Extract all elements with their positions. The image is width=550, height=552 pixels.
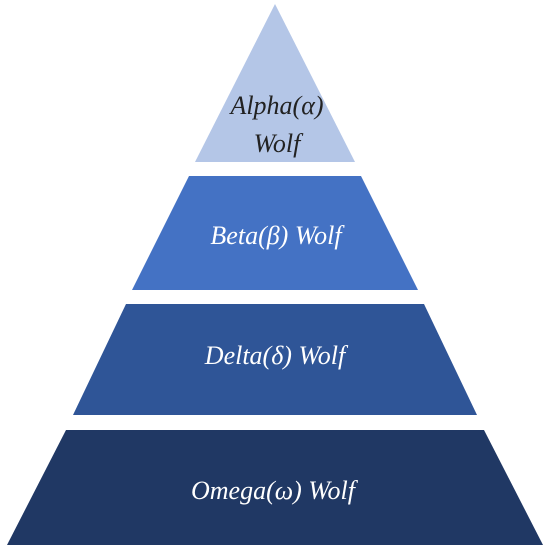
pyramid-level-beta-label: Beta(β) Wolf bbox=[210, 221, 345, 250]
pyramid-level-alpha-shape bbox=[195, 4, 355, 162]
pyramid-level-delta-shape bbox=[73, 304, 477, 415]
pyramid-level-alpha-label-line1: Alpha(α) bbox=[228, 91, 323, 120]
pyramid-level-beta: Beta(β) Wolf bbox=[132, 176, 418, 290]
pyramid-level-omega-shape bbox=[7, 430, 543, 545]
pyramid-level-beta-shape bbox=[132, 176, 418, 290]
pyramid-level-delta-label: Delta(δ) Wolf bbox=[204, 341, 349, 370]
pyramid-level-omega: Omega(ω) Wolf bbox=[7, 430, 543, 545]
pyramid-level-delta: Delta(δ) Wolf bbox=[73, 304, 477, 415]
pyramid-level-alpha-label-line2: Wolf bbox=[254, 129, 304, 158]
pyramid-level-alpha: Alpha(α) Wolf bbox=[195, 4, 355, 162]
pyramid-level-omega-label: Omega(ω) Wolf bbox=[191, 476, 359, 505]
